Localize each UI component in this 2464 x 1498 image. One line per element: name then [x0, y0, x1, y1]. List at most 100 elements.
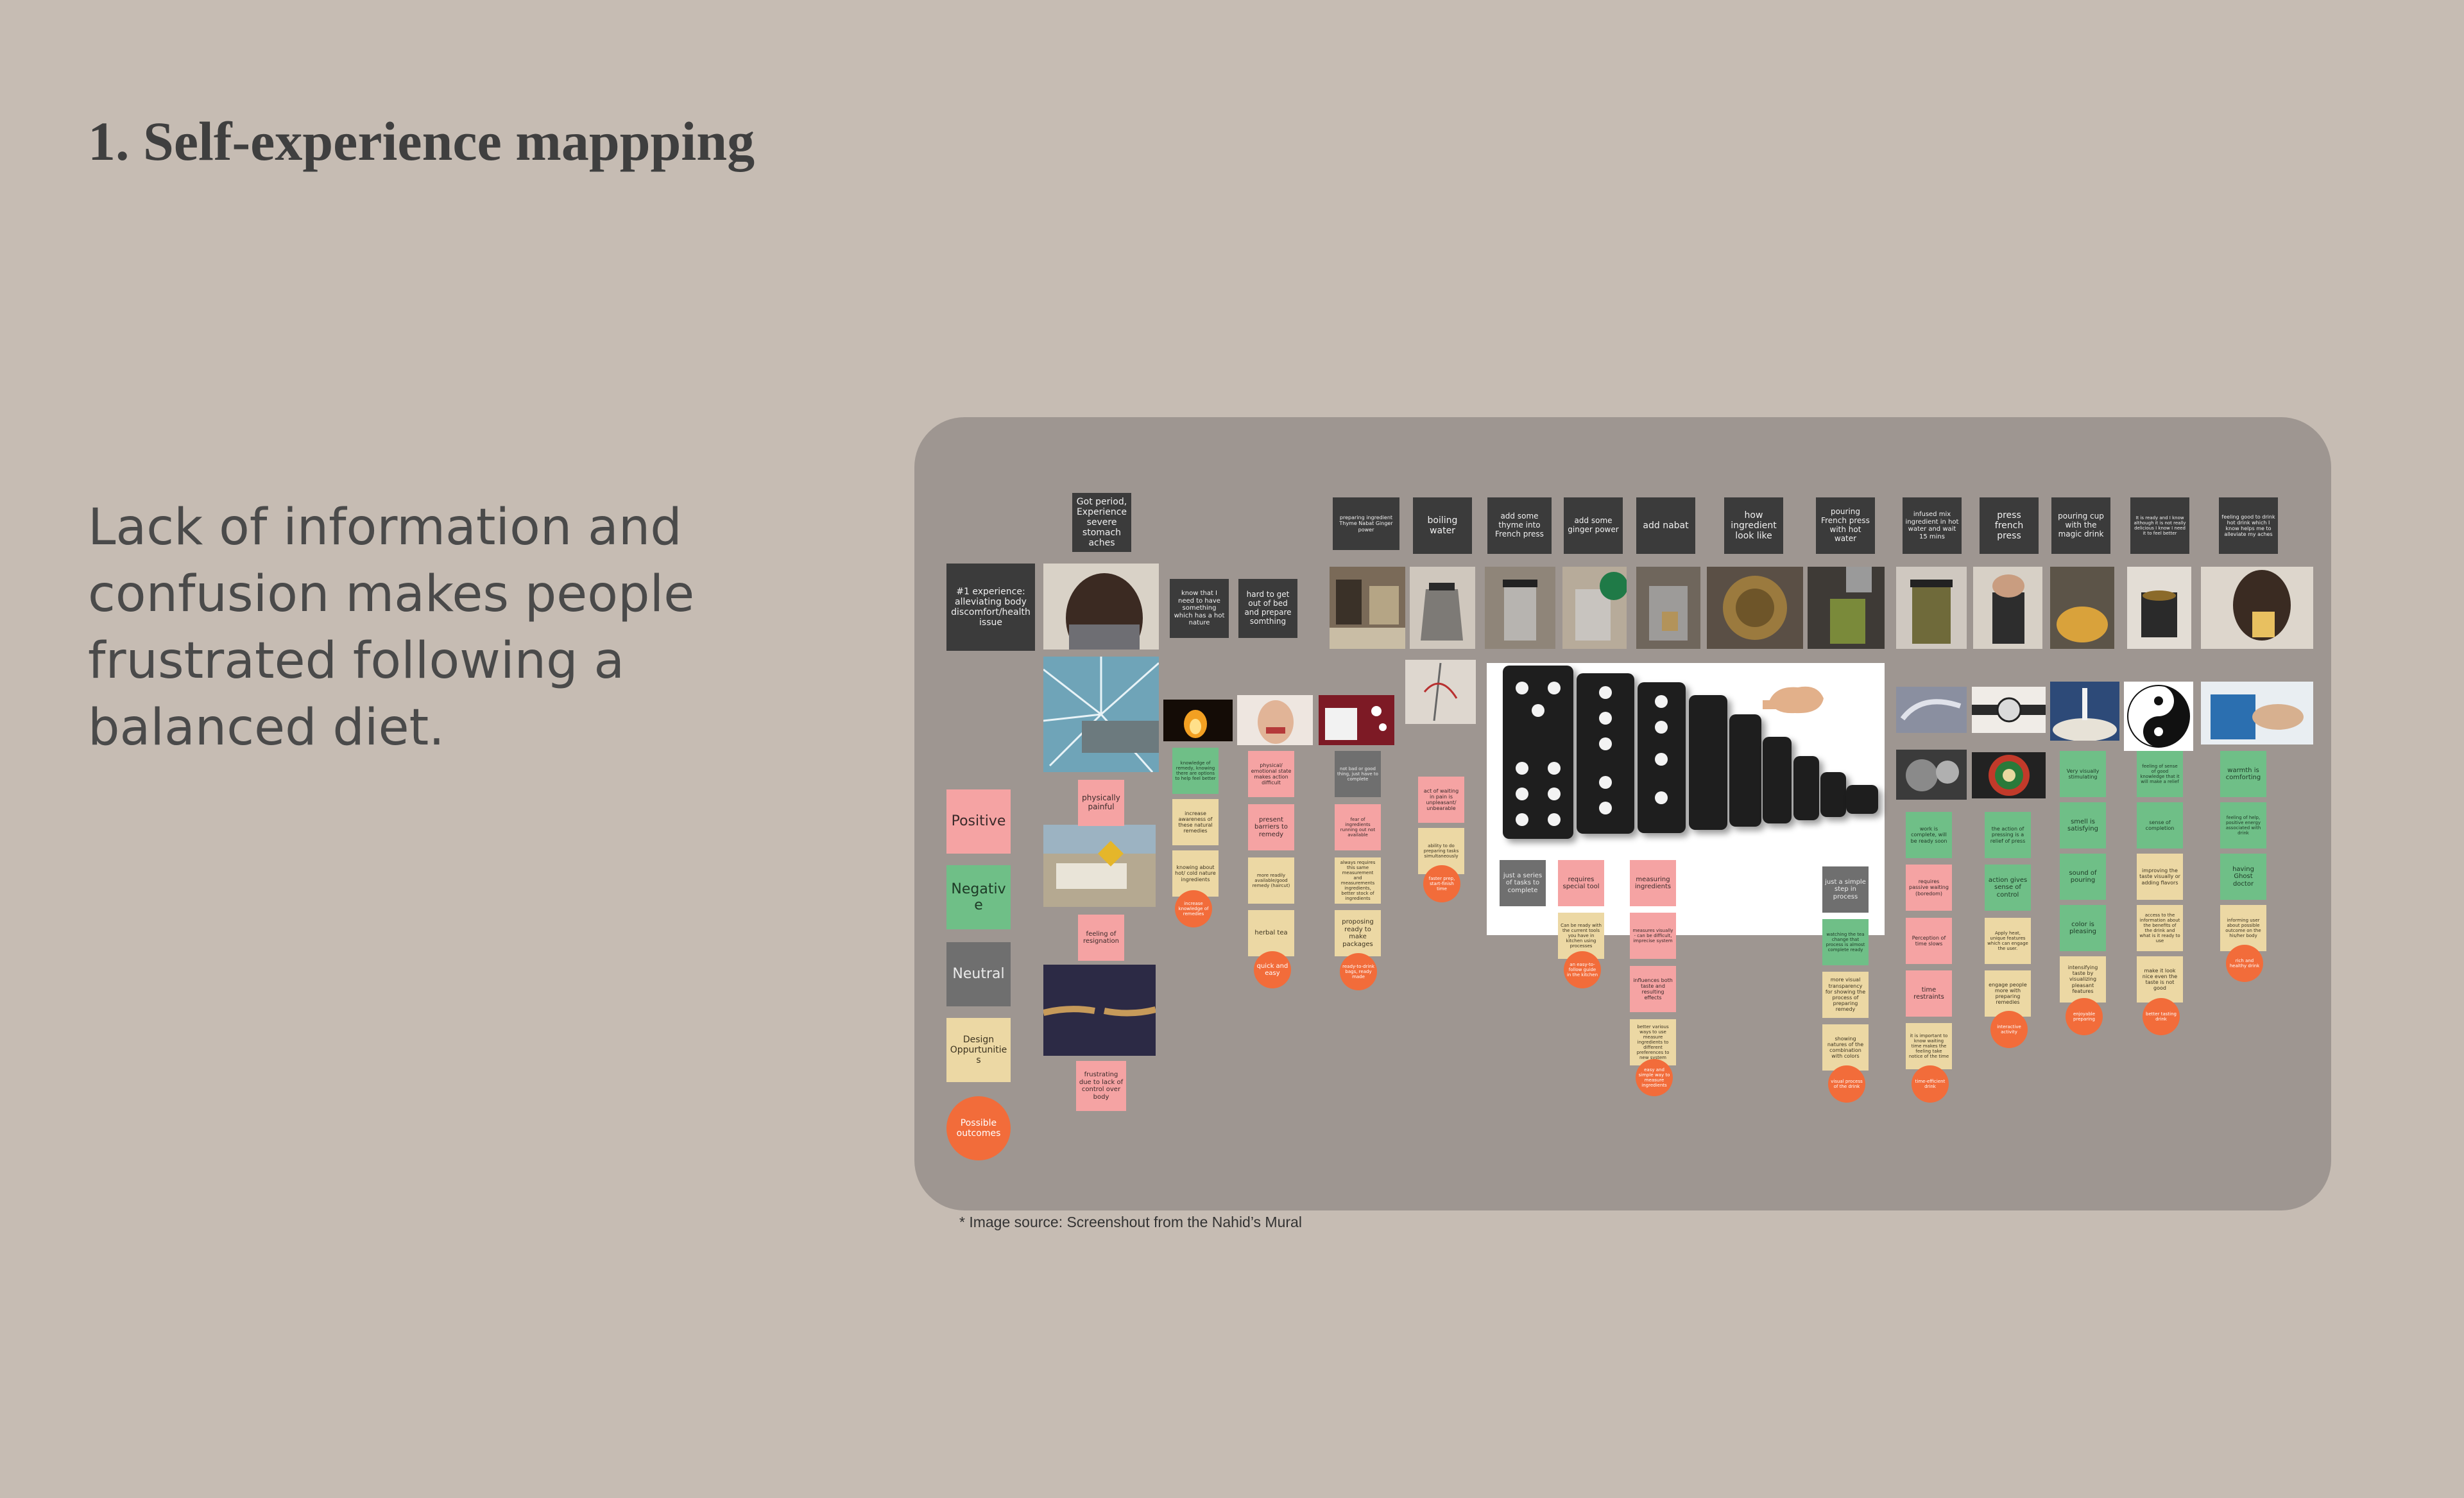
outcome-easy-guide: an easy-to-follow guide in the kitchen	[1564, 951, 1601, 988]
note-completion: sense of completion	[2137, 802, 2183, 848]
step-note-11: pouring French press with hot water	[1816, 497, 1875, 554]
step-note-7: add some thyme into French press	[1487, 497, 1552, 554]
note-measures-visually: measures visually - can be difficult, im…	[1630, 913, 1676, 959]
note-knowledge-remedy: knowledge of remedy, knowing there are o…	[1172, 748, 1219, 794]
note-engage-user: Apply heat, unique features which can en…	[1985, 918, 2031, 964]
note-engage-people: engage people more with preparing remedi…	[1985, 970, 2031, 1017]
photo-ingredients	[1330, 567, 1405, 649]
step-note-2: Got period, Experience severe stomach ac…	[1072, 493, 1131, 552]
outcome-ready-bags: ready-to-drink bags, ready made	[1340, 953, 1377, 990]
note-improving-taste: improving the taste visually or adding f…	[2137, 854, 2183, 900]
note-increase-awareness: increase awareness of these natural reme…	[1172, 799, 1219, 845]
note-simple-step: just a simple step in process	[1822, 866, 1869, 913]
photo-drinking	[2201, 567, 2313, 649]
note-ghost-doctor: having Ghost doctor	[2220, 854, 2266, 900]
step-note-3: know that I need to have something which…	[1170, 579, 1229, 638]
note-measuring: measuring ingredients	[1630, 860, 1676, 906]
outcome-measure: easy and simple way to measure ingredien…	[1636, 1059, 1673, 1096]
note-warmth: warmth is comforting	[2220, 751, 2266, 797]
step-note-14: pouring cup with the magic drink	[2051, 497, 2110, 554]
note-work-complete: work is complete, will be ready soon	[1906, 812, 1952, 858]
note-smell: smell is satisfying	[2060, 802, 2106, 848]
legend-design-opportunities: Design Oppurtunities	[946, 1018, 1011, 1082]
image-source-caption: * Image source: Screenshout from the Nah…	[959, 1214, 1302, 1231]
note-physical-emotional: physical/ emotional state makes action d…	[1248, 751, 1294, 797]
note-stock-ingredients: always requires this same measurement an…	[1335, 857, 1381, 904]
note-physically-painful: physically painful	[1078, 780, 1124, 826]
note-time-slows: Perception of time slows	[1906, 918, 1952, 964]
legend-negative: Negative	[946, 865, 1011, 929]
outcome-healthy-drink: rich and healthy drink	[2226, 945, 2263, 982]
outcome-visual-process: visual process of the drink	[1828, 1065, 1865, 1103]
photo-ingredients-closeup	[1707, 567, 1803, 649]
note-just-complete: not bad or good thing, just have to comp…	[1335, 751, 1381, 797]
note-color: color is pleasing	[2060, 905, 2106, 951]
fist-icon	[1763, 676, 1833, 721]
photo-pouring-cup	[2050, 567, 2114, 649]
note-positive-energy: feeling of help, positive energy associa…	[2220, 802, 2266, 848]
photo-shattered-glass	[1043, 657, 1159, 772]
note-herbal-tea: herbal tea	[1248, 910, 1294, 956]
step-note-16: feeling good to drink hot drink which I …	[2219, 497, 2278, 554]
outcome-knowledge-remedies: increase knowledge of remedies	[1175, 890, 1212, 927]
note-natures-colors: showing natures of the combination with …	[1822, 1024, 1869, 1071]
photo-needle	[1405, 660, 1476, 724]
note-look-nice: make it look nice even the taste is not …	[2137, 956, 2183, 1003]
note-pressing-relief: the action of pressing is a relief of pr…	[1985, 812, 2031, 858]
photo-press	[1973, 567, 2042, 649]
note-present-barriers: present barriers to remedy	[1248, 804, 1294, 850]
legend-positive: Positive	[946, 789, 1011, 854]
photo-fire	[1163, 700, 1233, 741]
page-description: Lack of information and confusion makes …	[88, 494, 819, 761]
note-passive-waiting: requires passive waiting (boredom)	[1906, 865, 1952, 911]
photo-clockwork	[1896, 750, 1967, 800]
photo-doctor-patient	[2201, 682, 2313, 745]
step-note-10: how ingredient look like	[1724, 497, 1783, 554]
step-note-1: #1 experience: alleviating body discomfo…	[946, 564, 1035, 651]
outcome-time-efficient: time-efficient drink	[1912, 1065, 1949, 1103]
note-intensifying-taste: intensifying taste by visualizing pleasa…	[2060, 956, 2106, 1003]
note-watching-tea: watching the tea change that process is …	[1822, 919, 1869, 965]
photo-ginger-powder	[1562, 567, 1627, 649]
step-note-13: press french press	[1980, 497, 2039, 554]
note-waiting-time: it is important to know waiting time mak…	[1906, 1023, 1952, 1069]
outcome-interactive: interactive activity	[1990, 1011, 2028, 1048]
note-waiting-pain: act of waiting in pain is unpleasant/ un…	[1418, 777, 1464, 823]
note-access-info: access to the information about the bene…	[2137, 905, 2183, 951]
photo-puzzle	[1319, 695, 1394, 745]
note-readily-available: more readily available/good remedy (hair…	[1248, 857, 1294, 904]
outcome-faster-prep: faster prep, start-finish time	[1423, 865, 1460, 902]
note-sense-control: action gives sense of control	[1985, 865, 2031, 911]
step-note-15: It is ready and I know although it is no…	[2130, 497, 2189, 554]
legend-neutral: Neutral	[946, 942, 1011, 1006]
note-good-knowledge: feeling of sense of good knowledge that …	[2137, 751, 2183, 797]
photo-kettle	[1410, 567, 1475, 649]
mural-board: Positive Negative Neutral Design Oppurtu…	[914, 417, 2331, 1210]
outcome-enjoyable: enjoyable preparing	[2066, 998, 2103, 1035]
step-note-6: boiling water	[1413, 497, 1472, 554]
page-title: 1. Self-experience mappping	[88, 109, 755, 173]
photo-nabat	[1636, 567, 1700, 649]
step-note-4: hard to get out of bed and prepare somth…	[1238, 579, 1297, 638]
step-note-8: add some ginger power	[1564, 497, 1623, 554]
photo-dead-end-sign	[1043, 825, 1156, 907]
yin-yang-icon	[2124, 682, 2193, 751]
photo-pouring-water	[1808, 567, 1885, 649]
outcome-better-taste: better tasting drink	[2143, 998, 2180, 1035]
photo-dartboard	[1972, 752, 2046, 798]
photo-drink-ready	[2127, 567, 2191, 649]
photo-rocket-launch	[2050, 682, 2119, 741]
step-note-5: preparing ingredient Thyme Nabat Ginger …	[1333, 497, 1399, 550]
photo-stomach-ache	[1043, 564, 1159, 650]
note-sound: sound of pouring	[2060, 854, 2106, 900]
note-series-tasks: just a series of tasks to complete	[1500, 860, 1546, 906]
note-frustrating: frustrating due to lack of control over …	[1076, 1061, 1126, 1111]
legend-possible-outcomes: Possible outcomes	[946, 1096, 1011, 1160]
note-influences-taste: influences both taste and resulting effe…	[1630, 966, 1676, 1012]
note-ready-packages: proposing ready to make packages	[1335, 910, 1381, 956]
step-note-9: add nabat	[1636, 497, 1695, 554]
outcome-quick-easy: quick and easy	[1254, 951, 1291, 988]
note-special-tool: requires special tool	[1558, 860, 1604, 906]
note-resignation: feeling of resignation	[1078, 915, 1124, 961]
note-time-restraints: time restraints	[1906, 970, 1952, 1017]
